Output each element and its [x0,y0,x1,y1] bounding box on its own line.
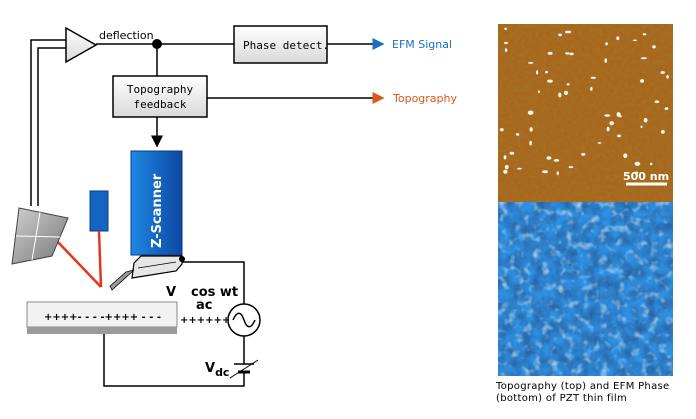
grain-highlight [634,171,639,174]
grain-highlight [529,127,533,132]
wiring [30,38,385,387]
grain-highlight [660,71,665,74]
grain-highlight [581,153,586,156]
ac-label-line2: ac [196,298,212,313]
grain-highlight [642,33,647,36]
topography-feedback-block: Topography feedback [112,75,208,118]
grain-highlight [545,70,548,74]
grain-highlight [556,171,559,176]
grain-highlight [564,30,572,34]
grain-highlight [566,83,570,86]
sample [26,301,178,334]
vdc-main: V [205,361,215,376]
laser-beam [55,230,103,288]
junction-dot [152,39,162,49]
cantilever [109,255,185,291]
grain-highlight [558,33,562,37]
grain-highlight [515,133,520,136]
grain-highlight [609,121,614,126]
grain-highlight [517,167,522,170]
z-scanner: Z-Scanner [130,150,183,256]
grain-highlight [597,142,602,144]
grain-highlight [527,110,534,115]
grain-highlight [564,90,568,95]
surface-charges-label: ++++- - - -++++ - - - [44,312,161,323]
grain-highlight [569,52,574,56]
grain-highlight [565,52,570,55]
grain-highlight [509,151,515,155]
grain-highlight [536,70,539,75]
efm-signal-label: EFM Signal [392,38,452,51]
grain-highlight [590,76,597,79]
grain-highlight [590,86,593,91]
image-caption: Topography (top) and EFM Phase(bottom) o… [496,381,696,405]
grain-highlight [504,41,508,45]
grain-highlight [568,166,574,169]
grain-highlight [604,58,607,63]
grain-highlight [661,130,665,134]
deflection-label: deflection [99,29,154,42]
phase-detect-label: Phase detect. [243,39,329,52]
laser-source [89,190,109,232]
grain-highlight [606,126,610,132]
dc-battery-icon [229,359,259,379]
grain-highlight [604,114,611,117]
grain-highlight [538,90,540,93]
caption-line2: (bottom) of PZT thin film [496,393,628,404]
grain-highlight [666,75,669,79]
grain-highlight [504,27,507,30]
ac-source-icon [227,303,261,337]
grain-highlight [632,39,637,42]
ac-label-line1: cos wt [191,285,238,300]
grain-highlight [546,156,552,160]
grain-highlight [650,162,653,166]
vdc-subscript: dc [215,366,229,379]
grain-highlight [605,42,608,46]
grain-highlight [558,92,562,98]
caption-line1: Topography (top) and EFM Phase [496,381,670,392]
vdc-label: Vdc [205,361,229,379]
grain-highlight [664,107,669,110]
grain-highlight [553,159,560,162]
grain-highlight [616,36,620,41]
grain-highlight [640,57,648,60]
grain-highlight [528,62,534,64]
grain-highlight [504,165,509,170]
photodetector-icon [11,207,69,265]
grain-highlight [503,155,507,160]
grain-highlight [652,45,656,49]
grain-highlight [617,134,622,138]
grain-highlight [547,79,553,83]
grain-highlight [503,169,508,174]
grain-highlight [623,153,628,158]
z-scanner-label: Z-Scanner [150,173,165,248]
grain-highlight [643,117,648,123]
grain-highlight [529,140,532,146]
topography-feedback-label-line1: Topography [127,83,194,96]
v-label: V [166,285,176,300]
grain-highlight [616,112,621,117]
grain-highlight [634,161,641,166]
topography-output-label: Topography [392,92,457,105]
tip-charges-label: ++++++ [180,315,230,326]
scale-bar-label: 500 nm [623,170,669,183]
amplifier-icon [65,26,98,64]
grain-highlight [640,79,645,83]
grain-highlight [504,48,508,52]
phase-detect-block: Phase detect. [233,25,329,64]
grain-highlight [542,170,548,174]
grain-highlight [547,51,553,55]
grain-highlight [499,128,504,132]
efm-phase-image [498,202,673,376]
topography-feedback-label-line2: feedback [134,98,187,111]
grain-highlight [654,100,660,103]
grain-highlight [640,125,643,129]
topography-image: 500 nm [498,24,673,202]
